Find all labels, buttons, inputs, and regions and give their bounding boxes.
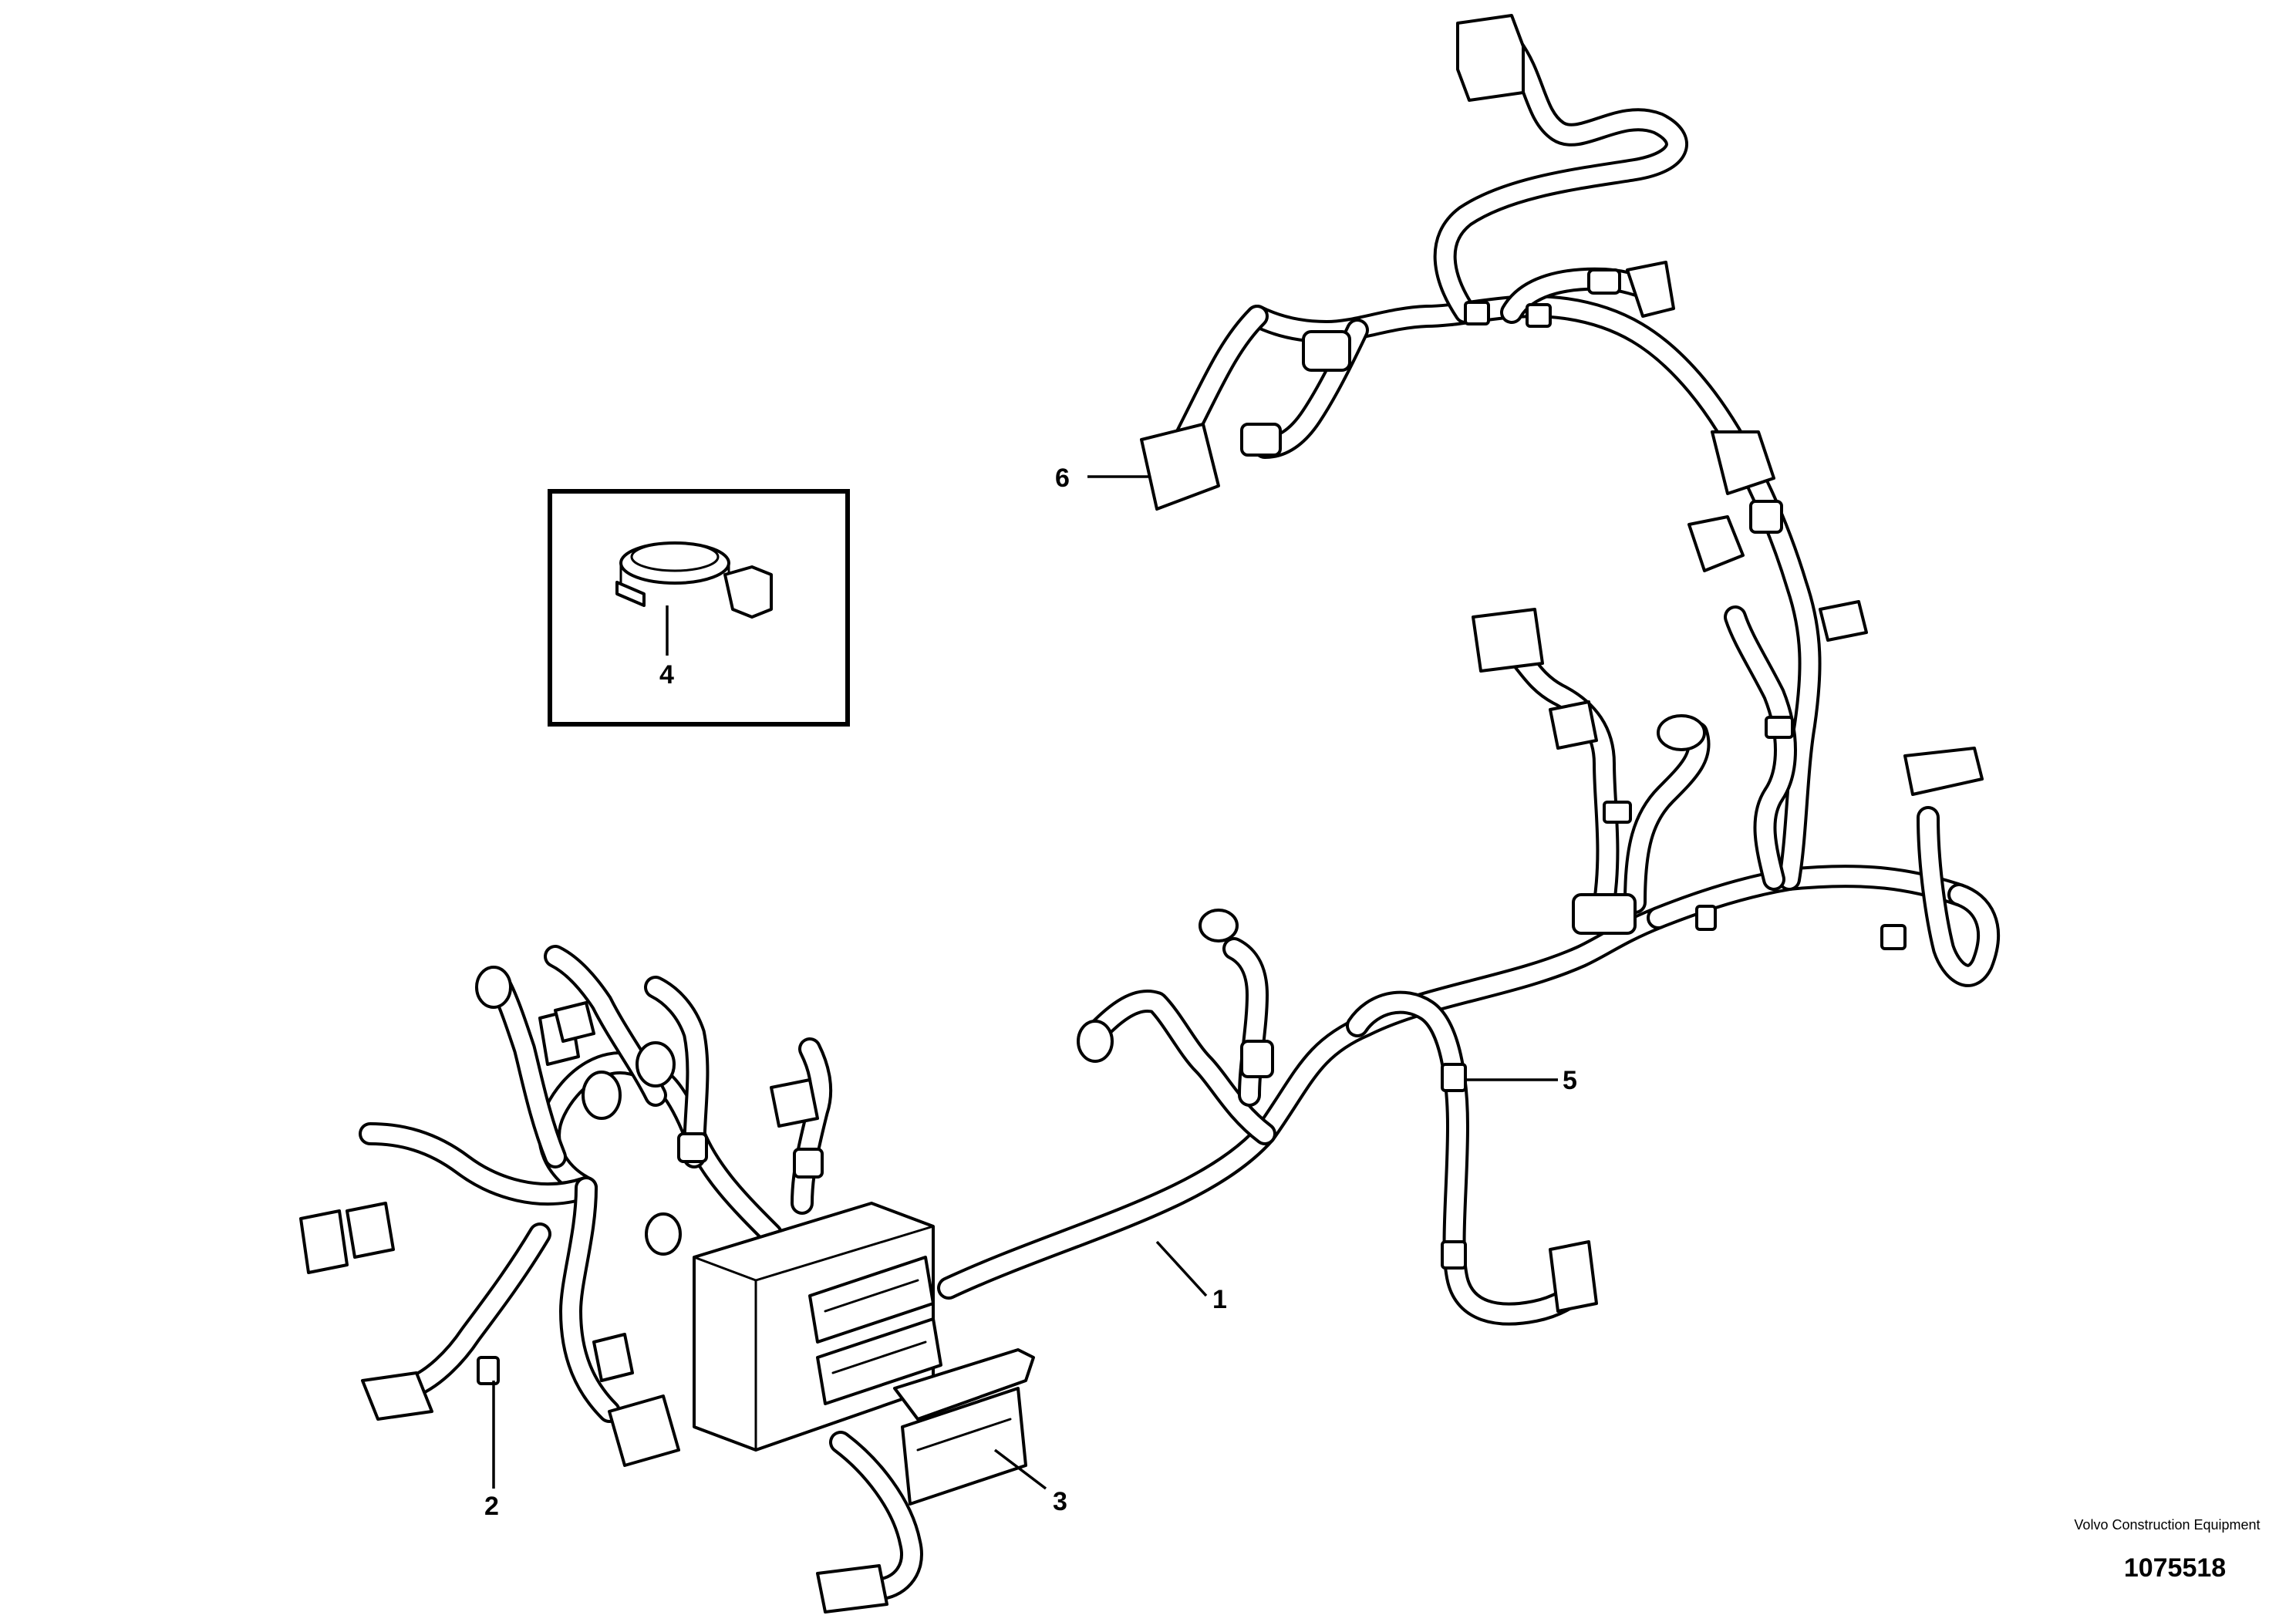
callout-3: 3 <box>1053 1487 1067 1516</box>
callout-2: 2 <box>484 1492 499 1521</box>
callout-6: 6 <box>1055 464 1070 493</box>
clips <box>477 301 1907 1385</box>
clamp-detail <box>615 541 773 656</box>
bracket-plate <box>893 1348 1035 1506</box>
callout-1: 1 <box>1212 1285 1227 1314</box>
control-unit-housing <box>693 1202 942 1452</box>
publisher-label: Volvo Construction Equipment <box>2074 1517 2261 1533</box>
left-branches <box>359 937 1276 1600</box>
lower-branch <box>1346 990 1593 1326</box>
callout-5: 5 <box>1563 1066 1577 1095</box>
callout-4: 4 <box>659 660 674 690</box>
connectors <box>299 14 1984 1614</box>
figure-number: 1075518 <box>2123 1553 2227 1583</box>
leader-lines <box>492 475 1558 1490</box>
detail-inset-box <box>548 489 850 727</box>
middle-branches <box>1500 605 2000 987</box>
